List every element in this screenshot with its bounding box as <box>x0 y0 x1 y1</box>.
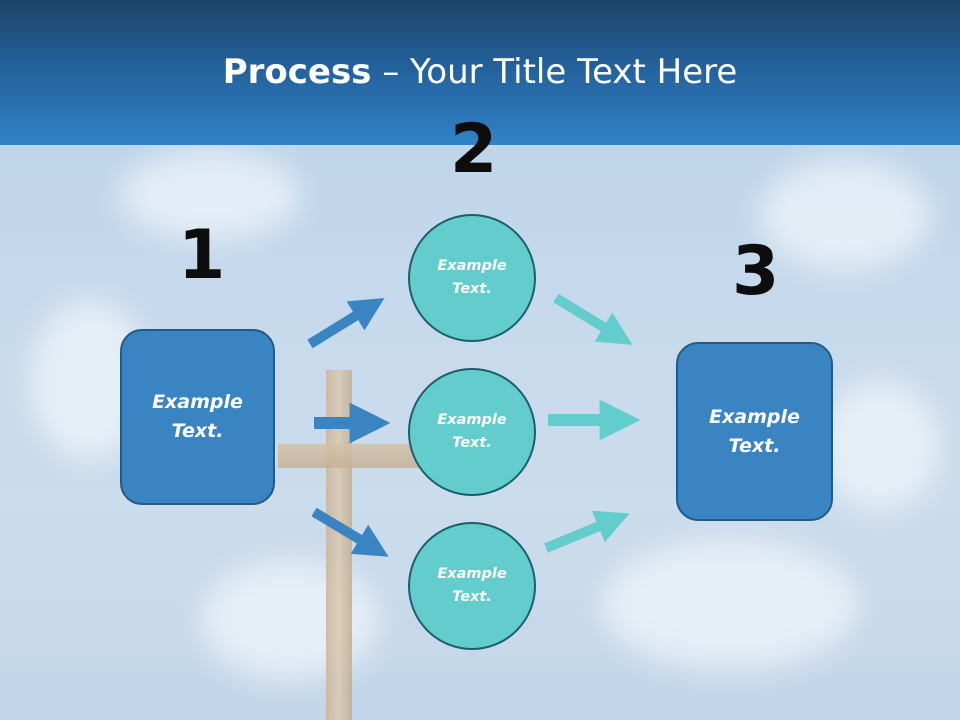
circle-bottom: Example Text. <box>408 522 536 650</box>
circle-bottom-text: Example Text. <box>437 566 507 605</box>
title-bold: Process <box>222 52 372 92</box>
cross-beam <box>278 444 428 468</box>
circle-middle: Example Text. <box>408 368 536 496</box>
cloud-shape <box>600 540 860 670</box>
step-number-2: 2 <box>450 110 498 189</box>
step-box-3-text: Example Text. <box>709 405 800 457</box>
circle-top-text: Example Text. <box>437 258 507 297</box>
header-band <box>0 0 960 145</box>
step-number-3: 3 <box>732 232 780 311</box>
cloud-shape <box>120 150 300 240</box>
cloud-shape <box>760 160 930 270</box>
step-number-1: 1 <box>178 216 226 295</box>
cloud-shape <box>820 380 940 510</box>
step-box-1-text: Example Text. <box>152 391 243 442</box>
circle-top: Example Text. <box>408 214 536 342</box>
step-box-3: Example Text. <box>676 342 833 521</box>
page-title: Process – Your Title Text Here <box>0 52 960 92</box>
arrow-to-top-circle <box>307 298 385 349</box>
title-rest: – Your Title Text Here <box>371 52 738 92</box>
arrow-from-bottom-circle <box>544 510 630 553</box>
step-box-1: Example Text. <box>120 329 275 505</box>
circle-middle-text: Example Text. <box>437 412 507 451</box>
arrow-to-bottom-circle <box>311 507 389 557</box>
arrow-from-top-circle <box>553 293 633 345</box>
